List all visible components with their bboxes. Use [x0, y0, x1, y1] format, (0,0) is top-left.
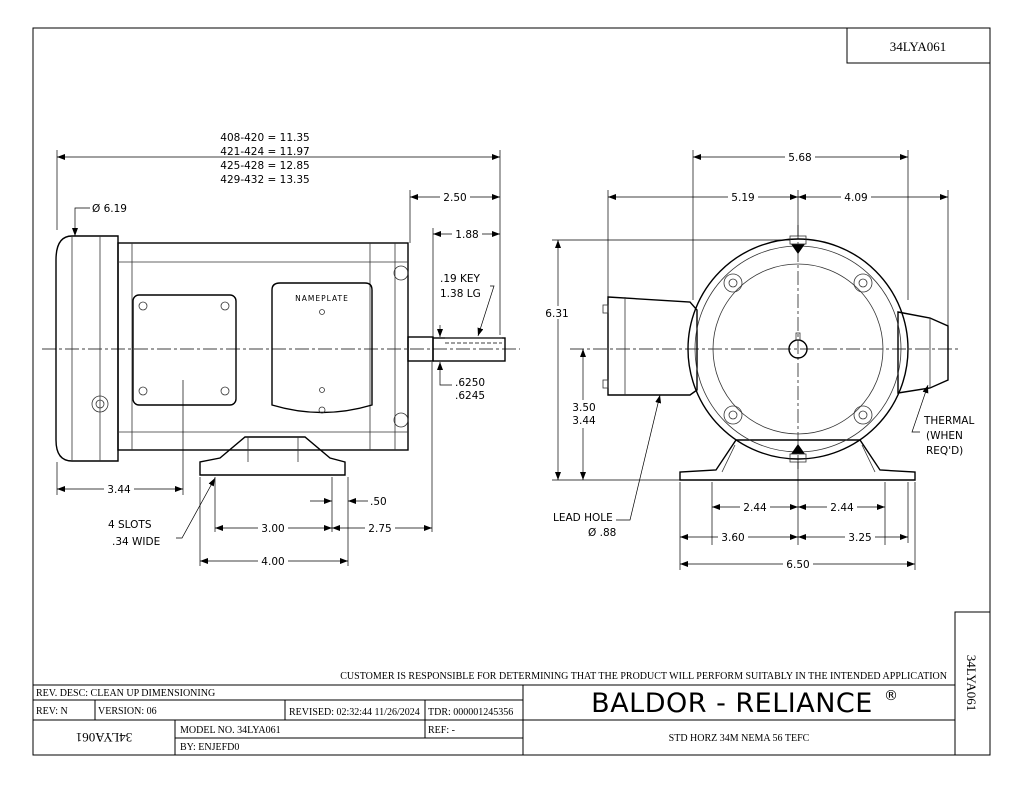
tdr: TDR: 000001245356: [428, 707, 513, 718]
overall-length-3: 425-428 = 12.85: [220, 160, 309, 172]
overall-length-4: 429-432 = 13.35: [220, 174, 309, 186]
foot-length-dim: 4.00: [261, 556, 284, 568]
ba-dim: 2.75: [368, 523, 391, 535]
right-width-dim: 4.09: [844, 192, 867, 204]
rev-desc: REV. DESC: CLEAN UP DIMENSIONING: [36, 688, 215, 699]
lead-hole-label: LEAD HOLE: [553, 512, 613, 524]
description: STD HORZ 34M NEMA 56 TEFC: [669, 733, 810, 744]
half-hole-left-dim: 2.44: [743, 502, 767, 514]
side-view: NAMEPLATE 408-420 = 11.35 421-424 = 11.9…: [42, 132, 520, 568]
lead-hole-diameter: Ø .88: [588, 527, 616, 539]
slots-width: .34 WIDE: [112, 536, 160, 548]
nameplate-label: NAMEPLATE: [295, 294, 349, 303]
version: VERSION: 06: [98, 706, 157, 717]
ref: REF: -: [428, 725, 455, 736]
key-size: .19 KEY: [440, 273, 481, 285]
overall-width-dim: 5.68: [788, 152, 811, 164]
disclaimer: CUSTOMER IS RESPONSIBLE FOR DETERMINING …: [340, 671, 947, 682]
shaft-extension-dim: 2.50: [443, 192, 466, 204]
c-dimension: 3.44: [107, 484, 131, 496]
end-view: 5.68 5.19 4.09 6.31 3.50 3.44 2.44 2.44: [540, 150, 974, 571]
brand-name: BALDOR - RELIANCE: [591, 688, 873, 719]
drawing-border: [32, 27, 991, 756]
slots-count: 4 SLOTS: [108, 519, 152, 531]
thermal-when: (WHEN: [926, 430, 963, 442]
shaft-height-min: 3.44: [572, 415, 596, 427]
revised: REVISED: 02:32:44 11/26/2024: [289, 707, 420, 718]
shaft-diameter-min: .6245: [455, 390, 485, 402]
model-no: MODEL NO. 34LYA061: [180, 725, 281, 736]
frame-diameter: Ø 6.19: [92, 203, 127, 215]
overall-length-1: 408-420 = 11.35: [220, 132, 309, 144]
shaft-length-dim: 1.88: [455, 229, 478, 241]
left-width-dim: 5.19: [731, 192, 754, 204]
by: BY: ENJEFD0: [180, 742, 239, 753]
key-length: 1.38 LG: [440, 288, 481, 300]
height-dim: 6.31: [545, 308, 568, 320]
foot-spacing-dim: 3.00: [261, 523, 284, 535]
inverted-drawing-number: 34LYA061: [76, 730, 132, 745]
half-hole-right-dim: 2.44: [830, 502, 854, 514]
shaft-height-max: 3.50: [572, 402, 595, 414]
drawing-number-box: [846, 27, 991, 64]
rev: REV: N: [36, 706, 68, 717]
title-block: 34LYA061 CUSTOMER IS RESPONSIBLE FOR DET…: [33, 611, 991, 756]
base-right-dim: 3.25: [848, 532, 871, 544]
overall-length-2: 421-424 = 11.97: [220, 146, 309, 158]
side-drawing-number: 34LYA061: [964, 655, 979, 711]
thermal-reqd: REQ'D): [926, 445, 963, 457]
shaft-diameter-max: .6250: [455, 377, 485, 389]
slot-offset-dim: .50: [370, 496, 387, 508]
base-left-dim: 3.60: [721, 532, 744, 544]
registered-mark: ®: [884, 688, 898, 704]
drawing-number: 34LYA061: [890, 39, 946, 54]
thermal-label: THERMAL: [923, 415, 974, 427]
base-width-dim: 6.50: [786, 559, 809, 571]
